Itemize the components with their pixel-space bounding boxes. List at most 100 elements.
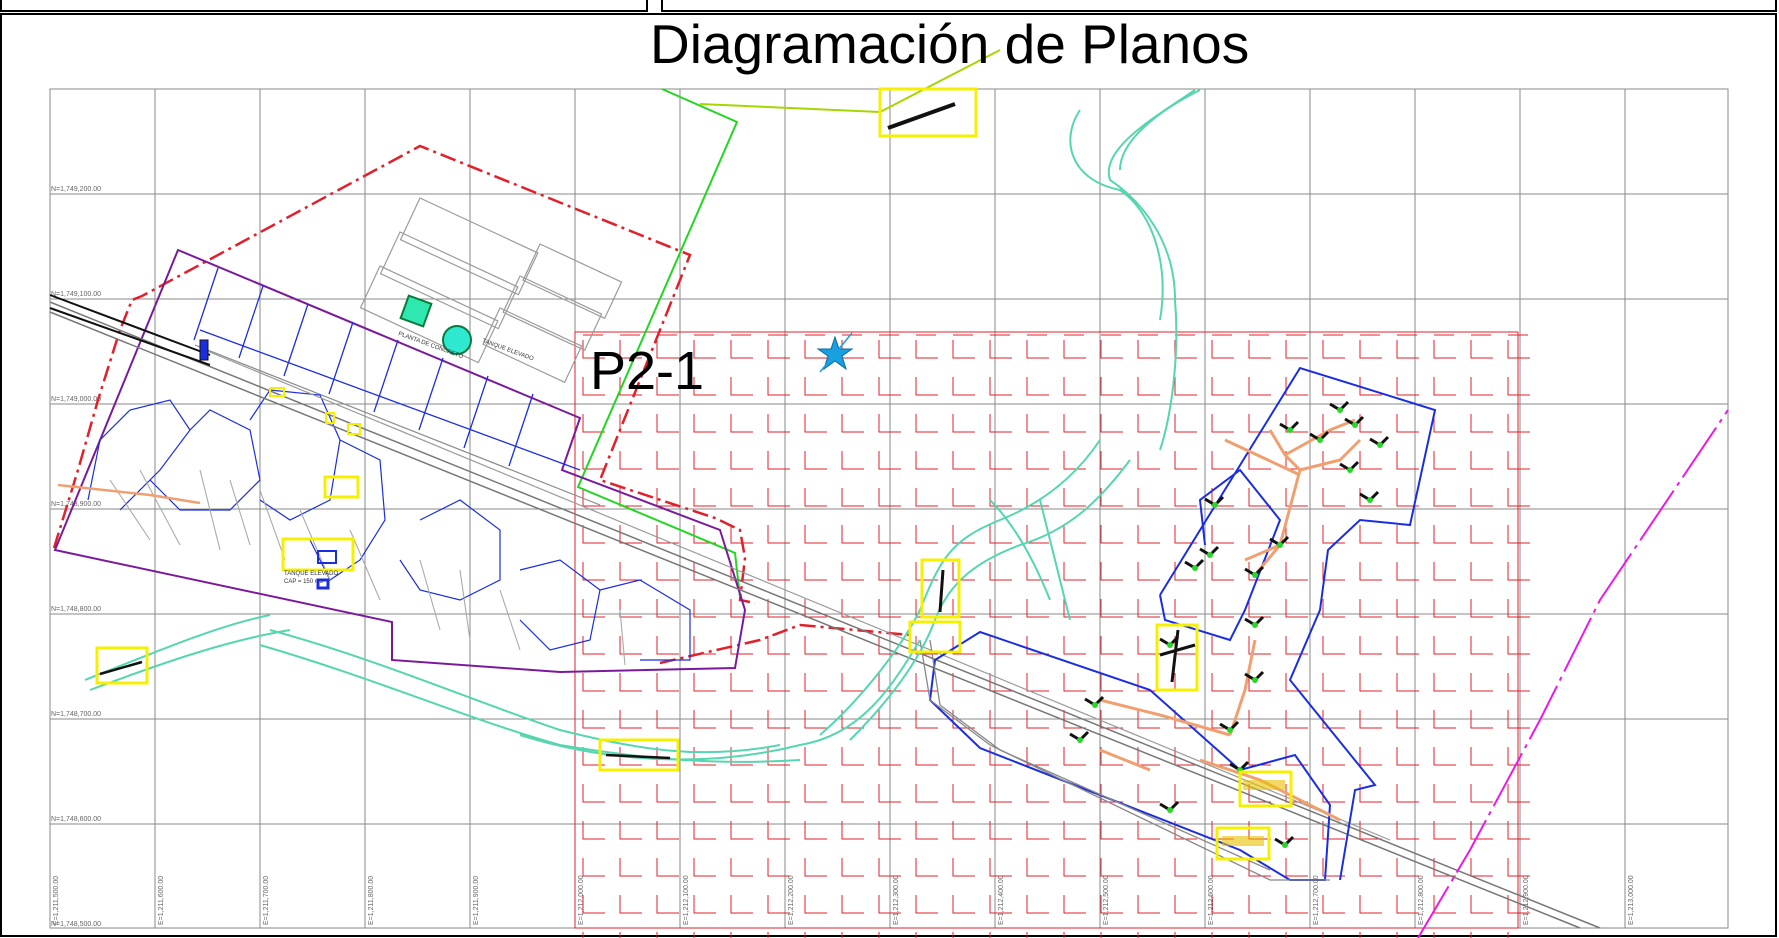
red-grid-mark: [804, 377, 827, 396]
red-grid-mark: [1433, 895, 1456, 914]
red-grid-mark: [1470, 821, 1493, 840]
red-grid-mark: [693, 488, 716, 507]
red-grid-mark: [582, 673, 605, 692]
red-grid-mark: [989, 747, 1012, 766]
red-grid-mark: [1211, 932, 1213, 938]
pipe-valve: [199, 339, 209, 361]
yellow-label-box: [1215, 826, 1271, 861]
red-grid-mark: [1359, 858, 1382, 877]
orange-pipe: [1224, 438, 1301, 477]
red-grid-mark: [619, 488, 642, 507]
plant-tank-circle: [442, 325, 472, 355]
red-grid-mark: [878, 821, 901, 840]
red-grid-mark: [1137, 932, 1139, 938]
red-grid-mark: [878, 858, 901, 877]
red-grid-mark: [693, 858, 716, 877]
pipe-node: [1317, 437, 1323, 443]
blue-marker: [317, 550, 337, 564]
stream-line: [84, 614, 271, 681]
red-grid-mark: [1211, 673, 1234, 692]
red-grid-mark: [656, 451, 679, 470]
road-curve: [929, 639, 1271, 871]
yellow-label-box: [878, 87, 978, 138]
label-tanque: TANQUE ELEVADO: [481, 338, 534, 362]
red-grid-mark: [730, 821, 753, 840]
red-grid-mark: [989, 895, 1012, 914]
red-grid-mark: [878, 747, 901, 766]
red-grid-mark: [1396, 784, 1419, 803]
red-grid-mark: [1322, 488, 1345, 507]
lot-line: [508, 393, 534, 467]
red-grid-mark: [656, 414, 679, 433]
red-grid-mark: [582, 710, 605, 729]
red-grid-mark: [1396, 895, 1419, 914]
red-grid-mark: [1285, 562, 1308, 581]
lot-inner-line: [619, 609, 626, 666]
red-grid-mark: [1063, 784, 1086, 803]
road-edge: [194, 344, 601, 506]
red-grid-mark: [1433, 414, 1456, 433]
red-grid-mark: [582, 858, 605, 877]
red-grid-mark: [989, 784, 1012, 803]
red-grid-mark: [1507, 673, 1530, 692]
red-grid-mark: [619, 525, 642, 544]
red-grid-mark: [989, 377, 1012, 396]
yellow-label-box: [281, 537, 355, 572]
red-grid-mark: [693, 451, 716, 470]
lot-shape: [149, 409, 261, 511]
stream-line: [1069, 109, 1164, 321]
red-grid-mark: [1396, 821, 1419, 840]
red-grid-mark: [1100, 599, 1123, 618]
red-grid-mark: [1470, 784, 1493, 803]
red-grid-mark: [1507, 858, 1530, 877]
red-grid-mark: [693, 377, 716, 396]
red-grid-mark: [1211, 784, 1234, 803]
red-grid-mark: [1507, 599, 1530, 618]
red-grid-mark: [1396, 377, 1419, 396]
northing-label: N=1,749,000.00: [51, 396, 101, 403]
north-arrow: [816, 332, 854, 373]
red-grid-mark: [1470, 451, 1493, 470]
red-grid-mark: [1063, 525, 1086, 544]
northing-label: N=1,748,800.00: [51, 606, 101, 613]
frame-top-left: [0, 0, 648, 12]
red-grid-mark: [767, 710, 790, 729]
red-grid-mark: [804, 525, 827, 544]
yellow-label-box: [920, 558, 961, 619]
plant-building: [399, 197, 539, 296]
red-grid-mark: [619, 895, 642, 914]
red-grid-mark: [952, 636, 975, 655]
red-grid-mark: [1026, 414, 1049, 433]
red-grid-mark: [1063, 636, 1086, 655]
red-grid-mark: [1507, 747, 1530, 766]
red-grid-mark: [1137, 451, 1160, 470]
red-grid-mark: [730, 673, 753, 692]
red-grid-mark: [1285, 821, 1308, 840]
site-boundary-red: [52, 144, 911, 665]
lot-line: [193, 267, 219, 341]
red-grid-mark: [1285, 747, 1308, 766]
red-grid-mark: [767, 340, 790, 359]
red-grid-mark: [767, 932, 769, 938]
red-grid-mark: [619, 710, 642, 729]
red-grid-mark: [693, 784, 716, 803]
red-grid-mark: [989, 562, 1012, 581]
lot-line: [238, 285, 264, 359]
red-grid-mark: [804, 414, 827, 433]
red-grid-mark: [1285, 895, 1308, 914]
red-grid-mark: [1507, 562, 1530, 581]
red-grid-mark: [1470, 340, 1493, 359]
easting-label: E=1,211,900.00: [473, 876, 480, 925]
red-grid-mark: [989, 599, 1012, 618]
red-grid-mark: [582, 636, 605, 655]
box-annotation: [938, 569, 945, 613]
red-grid-mark: [1285, 414, 1308, 433]
red-grid-mark: [804, 747, 827, 766]
red-grid-mark: [619, 599, 642, 618]
lot-inner-line: [419, 559, 441, 631]
red-grid-mark: [1396, 340, 1419, 359]
red-grid-mark: [1137, 895, 1160, 914]
red-grid-mark: [915, 340, 938, 359]
red-grid-mark: [1359, 673, 1382, 692]
